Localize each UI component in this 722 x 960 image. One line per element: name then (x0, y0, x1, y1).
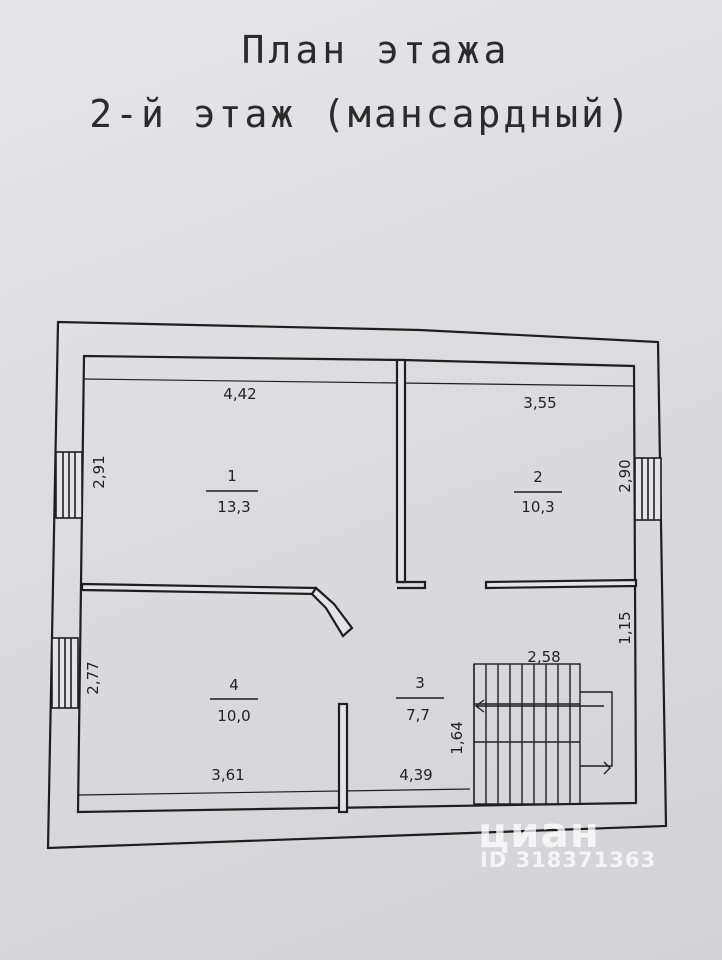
watermark-id: ID 318371363 (480, 848, 657, 872)
dim-right-upper: 2,90 (616, 459, 634, 492)
room1-area: 13,3 (217, 498, 250, 516)
dim-top-right: 3,55 (523, 394, 556, 412)
dim-stair-width: 2,58 (527, 648, 560, 666)
partition-1-2 (395, 358, 407, 584)
room2-area: 10,3 (521, 498, 554, 516)
bottom-line (77, 788, 471, 796)
partition-2-3 (484, 578, 638, 590)
room3-number: 3 (415, 674, 425, 692)
angled-wall (310, 586, 354, 638)
room4-area: 10,0 (217, 707, 250, 725)
dim-top-left: 4,42 (223, 385, 256, 403)
staircase (473, 663, 613, 805)
watermark-logo: циан (478, 808, 600, 857)
dim-stair-height: 1,64 (448, 721, 466, 754)
page-title: План этажа (241, 28, 511, 72)
window-left-upper (55, 451, 83, 519)
window-right (634, 457, 662, 521)
dim-left-upper: 2,91 (90, 455, 108, 488)
room3-area: 7,7 (406, 706, 430, 724)
outer-wall (46, 320, 668, 850)
window-left-lower (51, 637, 79, 709)
page-subtitle: 2-й этаж (мансардный) (89, 92, 633, 136)
partition-1-4 (80, 582, 318, 596)
room4-number: 4 (229, 676, 239, 694)
dim-left-lower: 2,77 (84, 661, 102, 694)
room1-number: 1 (227, 467, 237, 485)
dim-bottom-right: 4,39 (399, 766, 432, 784)
watermark-logo-text: циан (478, 808, 600, 857)
room2-number: 2 (533, 468, 543, 486)
ceiling-line (83, 378, 635, 387)
partition-3-4 (337, 702, 349, 814)
dim-bottom-left: 3,61 (211, 766, 244, 784)
dim-stair-right: 1,15 (616, 611, 634, 644)
